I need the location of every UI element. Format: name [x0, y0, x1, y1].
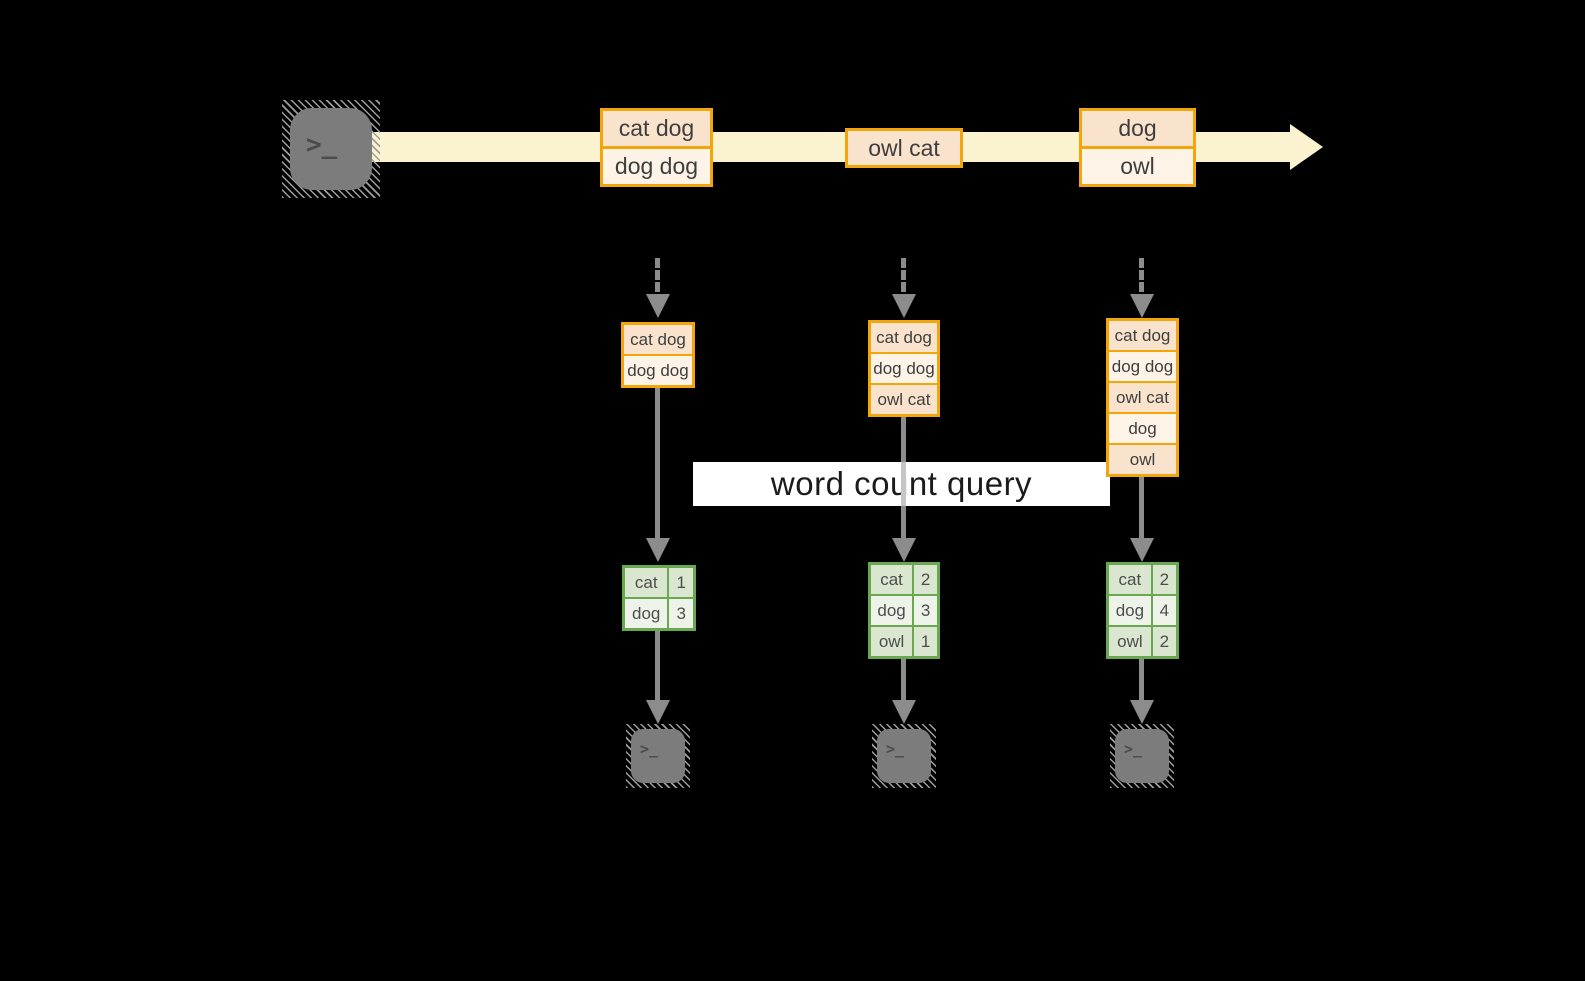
- count-word-cell: dog: [1109, 596, 1151, 625]
- stream-event-row: owl: [1082, 146, 1193, 184]
- count-word-cell: cat: [871, 565, 913, 594]
- count-word-cell: dog: [871, 596, 913, 625]
- stream-event-row: owl cat: [848, 131, 960, 165]
- count-row: dog 4: [1109, 594, 1176, 625]
- stream-event-row: dog dog: [603, 146, 710, 184]
- count-table-3: cat 2 dog 4 owl 2: [1106, 562, 1179, 659]
- ingest-arrow-2: [901, 258, 906, 292]
- output-terminal-1: >_: [626, 724, 690, 788]
- output-terminal-body: >_: [631, 729, 685, 783]
- state-row: cat dog: [871, 323, 937, 352]
- count-word-cell: owl: [1109, 627, 1151, 656]
- count-value-cell: 2: [1150, 627, 1176, 656]
- count-word-cell: cat: [1109, 565, 1151, 594]
- count-value-cell: 1: [667, 568, 693, 597]
- count-row: cat 2: [1109, 565, 1176, 594]
- state-row: cat dog: [1109, 321, 1176, 350]
- state-row: dog: [1109, 412, 1176, 443]
- stream-event-row: cat dog: [603, 111, 710, 146]
- output-arrow-1: [655, 631, 660, 702]
- stream-event-3: dog owl: [1079, 108, 1196, 187]
- output-arrow-2: [901, 659, 906, 702]
- count-row: cat 2: [871, 565, 937, 594]
- count-word-cell: cat: [625, 568, 668, 597]
- query-arrowhead-3: [1130, 538, 1154, 562]
- output-terminal-body: >_: [877, 729, 931, 783]
- count-row: dog 3: [625, 597, 693, 628]
- state-row: dog dog: [624, 354, 692, 385]
- output-arrowhead-1: [646, 700, 670, 724]
- output-terminal-2: >_: [872, 724, 936, 788]
- count-table-1: cat 1 dog 3: [622, 565, 696, 631]
- count-row: cat 1: [625, 568, 693, 597]
- ingest-arrowhead-3: [1130, 294, 1154, 318]
- ingest-arrow-1: [655, 258, 660, 292]
- query-arrow-2-over-band: [901, 462, 906, 506]
- output-arrowhead-3: [1130, 700, 1154, 724]
- count-value-cell: 2: [1150, 565, 1176, 594]
- count-value-cell: 2: [912, 565, 937, 594]
- terminal-prompt-icon: >_: [306, 130, 338, 160]
- state-row: dog dog: [871, 352, 937, 383]
- output-arrowhead-2: [892, 700, 916, 724]
- output-terminal-3: >_: [1110, 724, 1174, 788]
- ingest-arrow-3: [1139, 258, 1144, 292]
- output-terminal-body: >_: [1115, 729, 1169, 783]
- count-row: owl 2: [1109, 625, 1176, 656]
- count-table-2: cat 2 dog 3 owl 1: [868, 562, 940, 659]
- terminal-prompt-icon: >_: [640, 740, 659, 758]
- terminal-prompt-icon: >_: [886, 740, 905, 758]
- count-value-cell: 3: [667, 599, 693, 628]
- stream-event-row: dog: [1082, 111, 1193, 146]
- state-box-3: cat dog dog dog owl cat dog owl: [1106, 318, 1179, 477]
- source-terminal-icon: >_: [282, 100, 380, 198]
- output-arrow-3: [1139, 659, 1144, 702]
- count-word-cell: dog: [625, 599, 668, 628]
- query-arrow-1: [655, 387, 660, 540]
- query-arrowhead-2: [892, 538, 916, 562]
- state-row: owl cat: [871, 383, 937, 414]
- terminal-prompt-icon: >_: [1124, 740, 1143, 758]
- state-row: owl cat: [1109, 381, 1176, 412]
- state-box-1: cat dog dog dog: [621, 322, 695, 388]
- query-arrow-3: [1139, 476, 1144, 540]
- event-stream-arrowhead: [1290, 124, 1323, 170]
- count-value-cell: 3: [912, 596, 937, 625]
- query-arrowhead-1: [646, 538, 670, 562]
- state-box-2: cat dog dog dog owl cat: [868, 320, 940, 417]
- ingest-arrowhead-2: [892, 294, 916, 318]
- stream-event-1: cat dog dog dog: [600, 108, 713, 187]
- count-row: owl 1: [871, 625, 937, 656]
- state-row: owl: [1109, 443, 1176, 474]
- count-word-cell: owl: [871, 627, 913, 656]
- count-row: dog 3: [871, 594, 937, 625]
- state-row: dog dog: [1109, 350, 1176, 381]
- count-value-cell: 1: [912, 627, 937, 656]
- ingest-arrowhead-1: [646, 294, 670, 318]
- count-value-cell: 4: [1150, 596, 1176, 625]
- state-row: cat dog: [624, 325, 692, 354]
- stream-event-2: owl cat: [845, 128, 963, 168]
- source-terminal-body: >_: [290, 108, 372, 190]
